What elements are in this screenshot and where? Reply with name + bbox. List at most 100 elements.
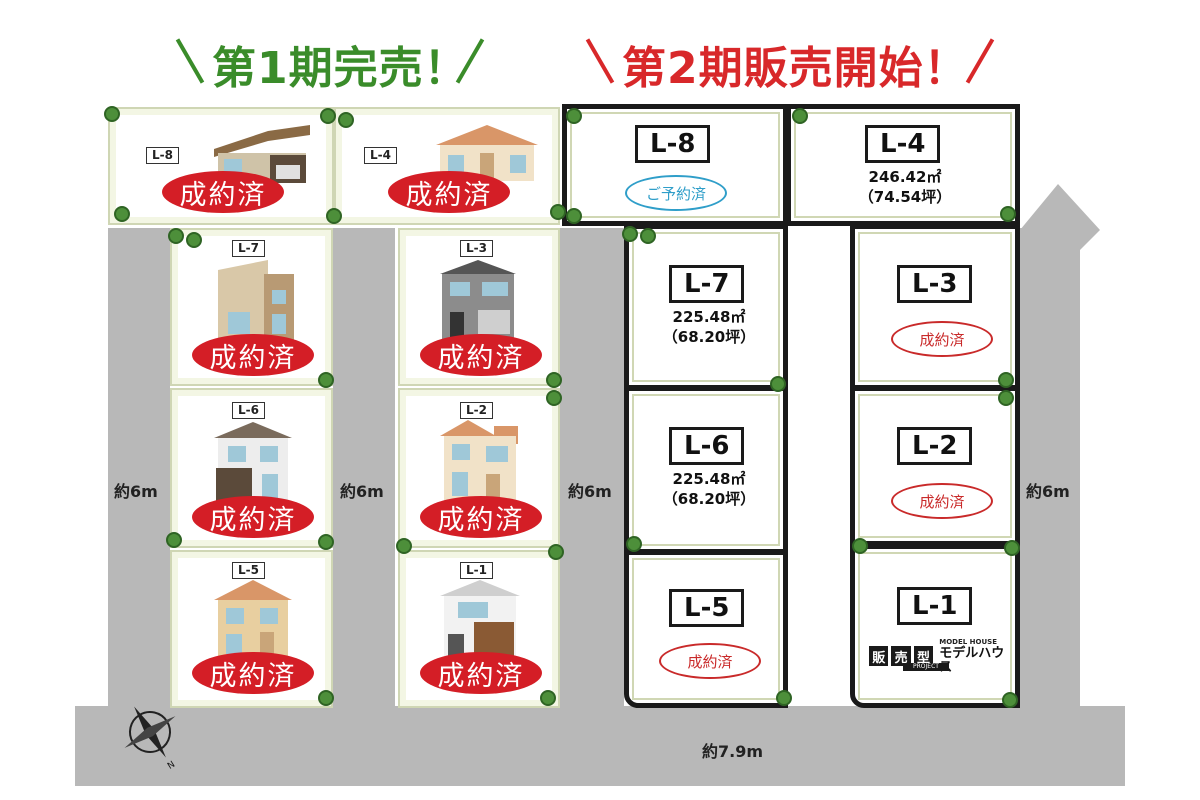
bush-icon bbox=[186, 232, 202, 248]
phase1-lot-l5[interactable]: L-5 成約済 bbox=[170, 550, 333, 708]
bush-icon bbox=[326, 208, 342, 224]
model-en: MODEL HOUSE bbox=[939, 638, 997, 646]
lot-area-m2: 225.48㎡ bbox=[672, 470, 746, 488]
bush-icon bbox=[338, 112, 354, 128]
bush-icon bbox=[566, 108, 582, 124]
sold-badge: 成約済 bbox=[891, 321, 993, 357]
phase2-heading: 第2期販売開始！ bbox=[622, 43, 969, 94]
lot-id-label: L-2 bbox=[460, 402, 493, 419]
bush-icon bbox=[396, 538, 412, 554]
road-width-bottom: 約7.9m bbox=[702, 742, 764, 761]
bush-icon bbox=[546, 390, 562, 406]
lot-id-label: L-3 bbox=[897, 265, 973, 303]
lot-id-label: L-4 bbox=[364, 147, 397, 164]
phase1-lot-l1[interactable]: L-1 成約済 bbox=[398, 550, 560, 708]
bush-icon bbox=[1004, 540, 1020, 556]
bush-icon bbox=[566, 208, 582, 224]
sold-badge: 成約済 bbox=[192, 652, 314, 694]
bush-icon bbox=[1002, 692, 1018, 708]
phase2-lot-l1[interactable]: L-1 販 売 型 MODEL HOUSE モデルハウス PROJECT bbox=[850, 544, 1020, 708]
phase1-lot-l3[interactable]: L-3 成約済 bbox=[398, 228, 560, 386]
sold-badge: 成約済 bbox=[192, 496, 314, 538]
bush-icon bbox=[548, 544, 564, 560]
bush-icon bbox=[546, 372, 562, 388]
bush-icon bbox=[998, 372, 1014, 388]
lot-id-label: L-7 bbox=[669, 265, 745, 303]
model-kanji-1: 販 bbox=[869, 646, 889, 666]
sold-badge: 成約済 bbox=[192, 334, 314, 376]
sold-badge: 成約済 bbox=[891, 483, 993, 519]
house-illustration bbox=[214, 580, 292, 660]
phase1-lot-l6[interactable]: L-6 成約済 bbox=[170, 388, 333, 548]
lot-area: 225.48㎡ （68.20坪） bbox=[629, 307, 789, 347]
lot-id-label: L-6 bbox=[232, 402, 265, 419]
lot-id-label: L-8 bbox=[635, 125, 711, 163]
road-width-left: 約6m bbox=[114, 482, 158, 501]
phase2-lot-l5[interactable]: L-5 成約済 bbox=[624, 550, 788, 708]
sold-badge: 成約済 bbox=[420, 652, 542, 694]
lot-area-m2: 246.42㎡ bbox=[868, 168, 942, 186]
road-bottom bbox=[75, 706, 1125, 786]
lot-id-label: L-8 bbox=[146, 147, 179, 164]
lot-id-label: L-1 bbox=[460, 562, 493, 579]
bush-icon bbox=[318, 690, 334, 706]
road-mid2 bbox=[560, 228, 624, 710]
house-illustration bbox=[218, 260, 294, 340]
model-kanji-2: 売 bbox=[891, 646, 911, 666]
phase2-lot-l3[interactable]: L-3 成約済 bbox=[850, 224, 1020, 390]
bush-icon bbox=[626, 536, 642, 552]
phase2-lot-l6[interactable]: L-6 225.48㎡ （68.20坪） bbox=[624, 386, 788, 554]
bush-icon bbox=[770, 376, 786, 392]
house-illustration bbox=[440, 420, 518, 502]
phase1-lot-l8[interactable]: L-8 成約済 bbox=[108, 107, 334, 225]
bush-icon bbox=[550, 204, 566, 220]
phase1-lot-l7[interactable]: L-7 成約済 bbox=[170, 228, 333, 386]
phase1-lot-l2[interactable]: L-2 成約済 bbox=[398, 388, 560, 548]
model-jp: モデルハウス bbox=[939, 646, 1005, 675]
bush-icon bbox=[852, 538, 868, 554]
bush-icon bbox=[114, 206, 130, 222]
svg-text:N: N bbox=[166, 760, 177, 772]
bush-icon bbox=[168, 228, 184, 244]
road-width-right: 約6m bbox=[1026, 482, 1070, 501]
bush-icon bbox=[318, 534, 334, 550]
road-right-corner bbox=[1020, 184, 1100, 710]
lot-area-tsubo: （74.54坪） bbox=[858, 188, 952, 206]
bush-icon bbox=[318, 372, 334, 388]
compass-icon: N bbox=[124, 706, 177, 772]
bush-icon bbox=[540, 690, 556, 706]
lot-id-label: L-7 bbox=[232, 240, 265, 257]
lot-area: 225.48㎡ （68.20坪） bbox=[629, 469, 789, 509]
bush-icon bbox=[166, 532, 182, 548]
lot-id-label: L-6 bbox=[669, 427, 745, 465]
heading-slash-left-1 bbox=[175, 38, 205, 84]
bush-icon bbox=[622, 226, 638, 242]
lot-id-label: L-2 bbox=[897, 427, 973, 465]
phase2-lot-l2[interactable]: L-2 成約済 bbox=[850, 386, 1020, 546]
model-project: PROJECT bbox=[903, 663, 949, 671]
lot-id-label: L-5 bbox=[232, 562, 265, 579]
phase2-lot-l7[interactable]: L-7 225.48㎡ （68.20坪） bbox=[624, 224, 788, 390]
bush-icon bbox=[320, 108, 336, 124]
house-illustration bbox=[214, 422, 292, 502]
phase2-lot-l8[interactable]: L-8 ご予約済 bbox=[562, 104, 788, 226]
sold-badge: 成約済 bbox=[162, 171, 284, 213]
lot-area-m2: 225.48㎡ bbox=[672, 308, 746, 326]
bush-icon bbox=[776, 690, 792, 706]
model-kanji-3: 型 bbox=[913, 646, 934, 666]
heading-slash-right-2 bbox=[965, 38, 995, 84]
reserved-badge: ご予約済 bbox=[625, 175, 727, 211]
road-width-mid2: 約6m bbox=[568, 482, 612, 501]
bush-icon bbox=[998, 390, 1014, 406]
house-illustration bbox=[214, 125, 310, 183]
sold-badge: 成約済 bbox=[420, 334, 542, 376]
phase1-heading: 第1期完売！ bbox=[212, 43, 469, 94]
bush-icon bbox=[104, 106, 120, 122]
house-illustration bbox=[440, 580, 520, 660]
phase1-lot-l4[interactable]: L-4 成約済 bbox=[334, 107, 560, 225]
sold-badge: 成約済 bbox=[388, 171, 510, 213]
road-left bbox=[108, 228, 170, 710]
lot-area-tsubo: （68.20坪） bbox=[662, 490, 756, 508]
lot-area-tsubo: （68.20坪） bbox=[662, 328, 756, 346]
phase2-lot-l4[interactable]: L-4 246.42㎡ （74.54坪） bbox=[786, 104, 1020, 226]
